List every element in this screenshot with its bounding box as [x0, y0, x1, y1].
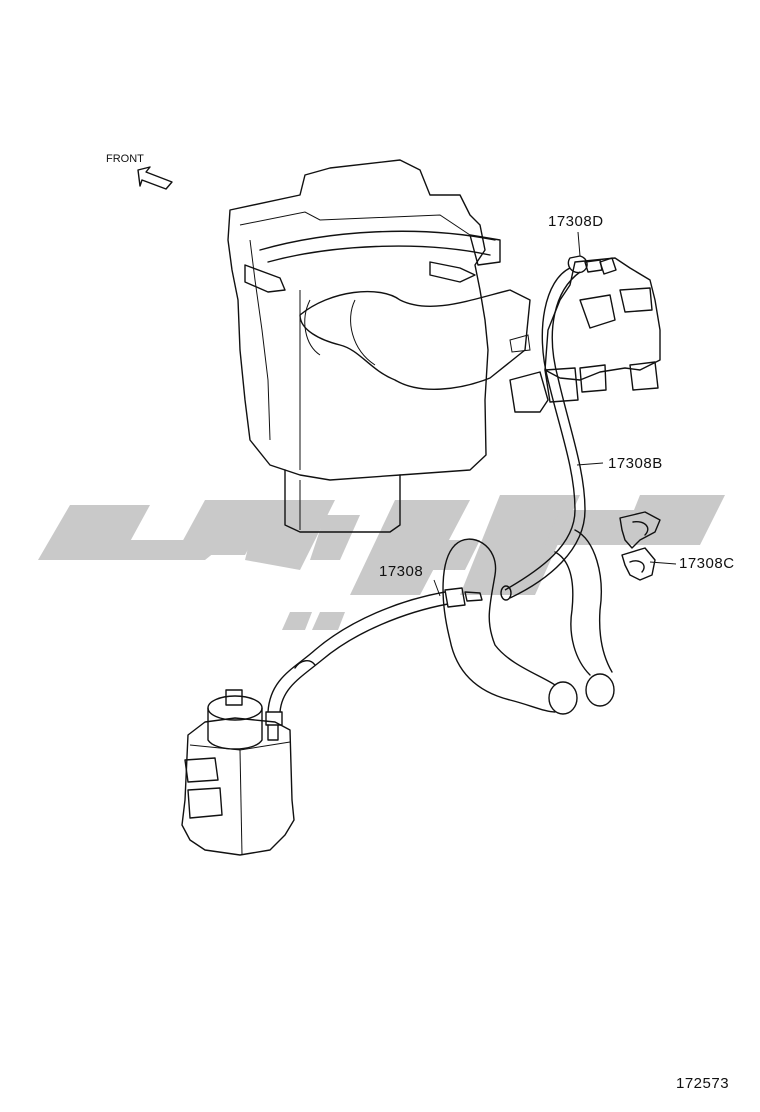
- throttle-body-assembly: [509, 257, 661, 413]
- hose-17308: [265, 587, 483, 726]
- hose-17308b: [500, 267, 586, 601]
- front-label: FRONT: [106, 153, 144, 165]
- clamp-17308d-icon: [567, 255, 603, 274]
- callout-17308: 17308: [379, 563, 424, 580]
- callout-17308c: 17308C: [679, 555, 735, 572]
- vapor-hoses: [442, 529, 615, 715]
- callout-17308d: 17308D: [548, 213, 604, 230]
- callout-17308b: 17308B: [608, 455, 663, 472]
- front-arrow-icon: [137, 166, 173, 190]
- clip-17308c-icon: [619, 511, 661, 581]
- charcoal-canister: [181, 689, 295, 856]
- air-cleaner-assembly: [227, 159, 531, 533]
- watermark-logo: [38, 495, 725, 630]
- leader-lines: [433, 231, 677, 597]
- figure-number: 172573: [676, 1075, 730, 1092]
